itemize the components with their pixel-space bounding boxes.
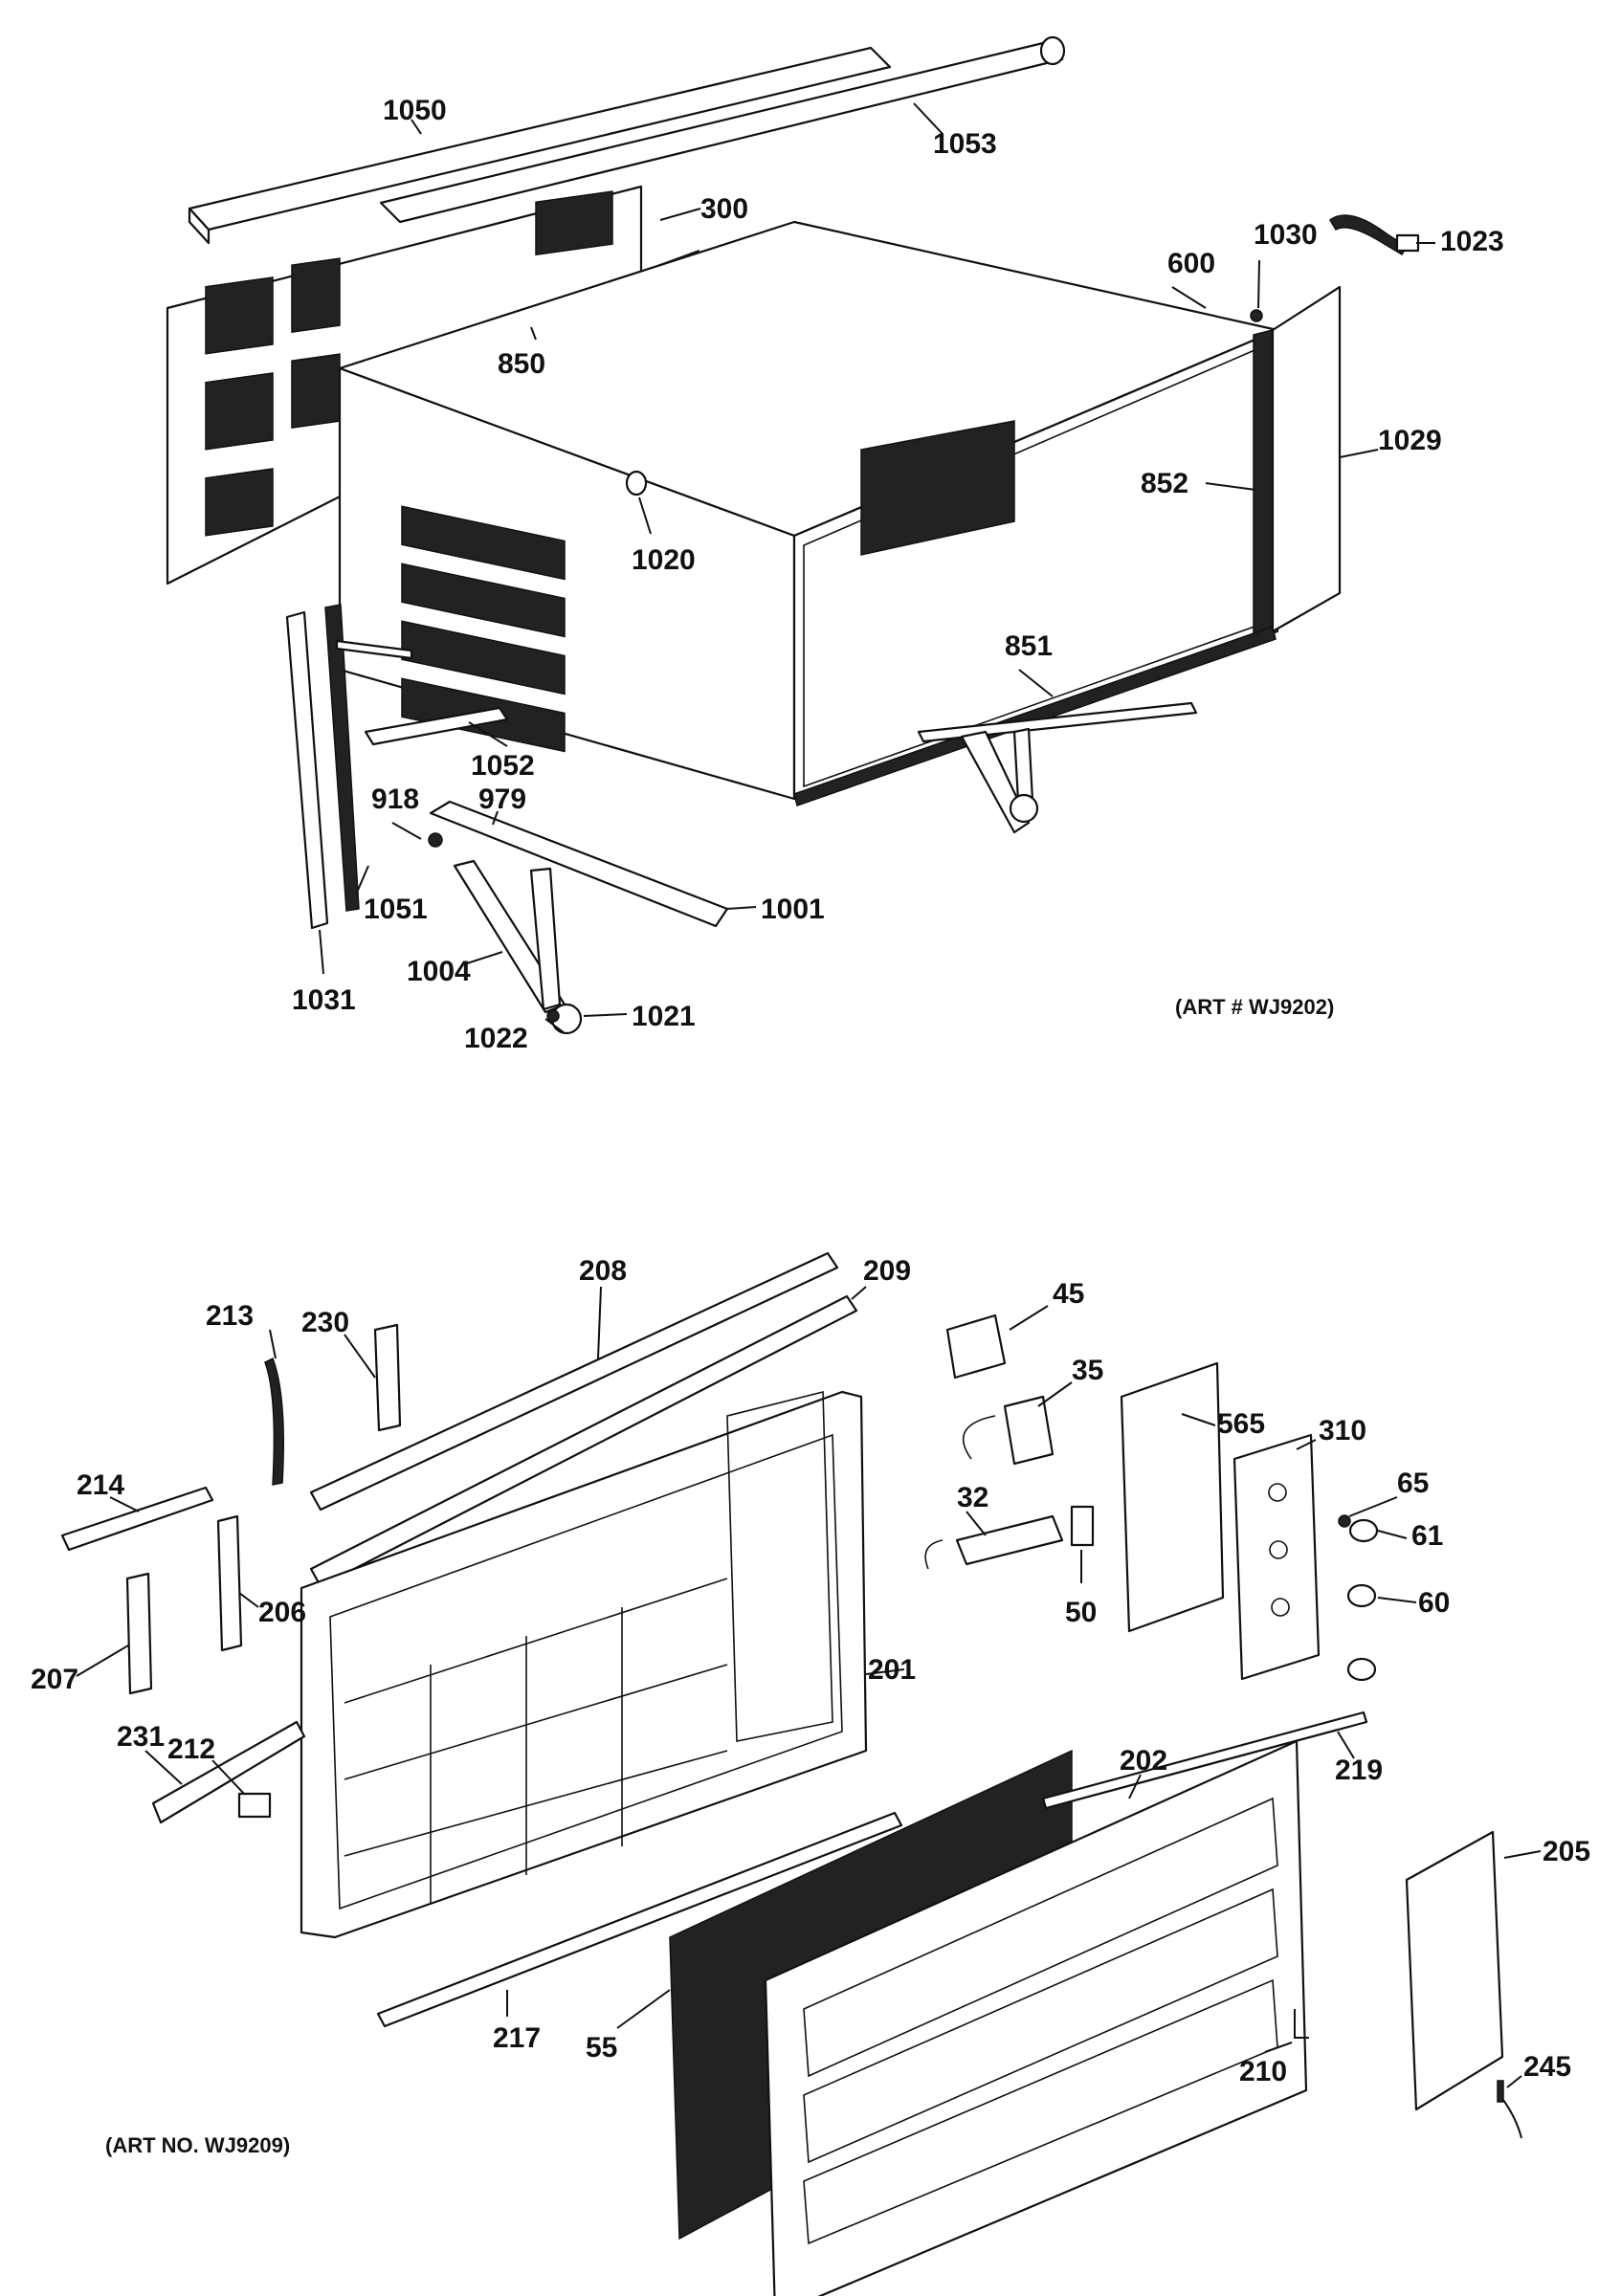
part-side-panel <box>1271 285 1342 633</box>
callout-208: 208 <box>579 1255 627 1287</box>
part-rod-219 <box>1041 1711 1368 1810</box>
callout-1031: 1031 <box>292 984 356 1016</box>
part-switch-50 <box>1070 1505 1095 1547</box>
part-guide-206 <box>216 1514 243 1652</box>
part-bracket-205 <box>1405 1830 1504 2111</box>
part-trim-231 <box>151 1720 306 1824</box>
callout-231: 231 <box>117 1721 165 1753</box>
callout-851: 851 <box>1005 630 1053 662</box>
part-switch-45 <box>945 1314 1007 1380</box>
part-bottom-seal <box>793 626 1277 806</box>
callout-1052: 1052 <box>471 750 535 782</box>
part-guide-207 <box>125 1572 153 1695</box>
part-front-grille <box>764 1739 1308 2296</box>
part-clip-213 <box>264 1357 284 1486</box>
callout-50: 50 <box>1065 1597 1097 1628</box>
part-clip-245 <box>1497 2080 1504 2103</box>
callout-1051: 1051 <box>364 894 428 925</box>
part-thermostat-35 <box>1003 1395 1055 1466</box>
part-right-bracket <box>917 701 1198 834</box>
callout-217: 217 <box>493 2022 541 2054</box>
callout-1021: 1021 <box>632 1001 696 1032</box>
grille-slots <box>205 190 613 537</box>
part-nameplate <box>1232 1433 1321 1681</box>
part-front-frame <box>300 1390 868 1939</box>
callout-55: 55 <box>586 2032 617 2064</box>
part-side-rail-1051 <box>324 604 360 912</box>
part-cabinet <box>338 220 1279 801</box>
callout-1030: 1030 <box>1254 219 1318 251</box>
callout-202: 202 <box>1120 1745 1167 1777</box>
callout-565: 565 <box>1217 1408 1265 1440</box>
bottom-labels: 208 209 45 213 230 35 565 310 214 32 65 … <box>31 1255 1590 2157</box>
part-slide-230 <box>373 1323 402 1432</box>
part-clip-212 <box>237 1792 272 1819</box>
callout-201: 201 <box>868 1654 916 1686</box>
part-side-seal <box>1253 329 1274 641</box>
callout-60: 60 <box>1418 1587 1450 1619</box>
callout-1029: 1029 <box>1378 425 1442 456</box>
callout-213: 213 <box>206 1300 254 1332</box>
callout-1020: 1020 <box>632 544 696 576</box>
callout-209: 209 <box>863 1255 911 1287</box>
callout-1022: 1022 <box>464 1023 528 1054</box>
callout-65: 65 <box>1397 1468 1429 1499</box>
part-nut <box>428 832 443 848</box>
bottom-leaders <box>76 1286 1542 2139</box>
part-hook-210 <box>1294 2009 1309 2039</box>
callout-600: 600 <box>1167 248 1215 279</box>
part-louvre-rail-208 <box>309 1251 839 1512</box>
callout-1004: 1004 <box>407 956 471 987</box>
callout-205: 205 <box>1543 1836 1590 1867</box>
callout-1023: 1023 <box>1440 226 1504 257</box>
part-spring-65 <box>1338 1514 1351 1528</box>
callout-979: 979 <box>478 784 526 815</box>
callout-245: 245 <box>1523 2051 1571 2083</box>
part-bottom-bar <box>364 706 509 746</box>
part-louvre-rail-209 <box>309 1294 858 1588</box>
callout-1053: 1053 <box>933 128 997 160</box>
callout-35: 35 <box>1072 1355 1103 1386</box>
part-knob-61 <box>1348 1518 1379 1543</box>
callout-214: 214 <box>77 1469 124 1501</box>
callout-207: 207 <box>31 1664 78 1695</box>
callout-206: 206 <box>258 1597 306 1628</box>
callout-210: 210 <box>1239 2056 1287 2087</box>
part-knob-60 <box>1346 1583 1377 1608</box>
callout-300: 300 <box>700 193 748 225</box>
callout-61: 61 <box>1411 1520 1443 1552</box>
part-strap <box>1329 214 1409 256</box>
part-side-rail-1031 <box>285 610 329 930</box>
top-leaders <box>319 102 1435 1034</box>
part-screw <box>1250 309 1263 322</box>
part-strip-217 <box>376 1811 903 2028</box>
callout-918: 918 <box>371 784 419 815</box>
callout-1050: 1050 <box>383 95 447 126</box>
bottom-assembly <box>60 1251 1504 2296</box>
art-number-bottom: (ART NO. WJ9209) <box>105 2133 290 2157</box>
callout-219: 219 <box>1335 1755 1383 1786</box>
callout-212: 212 <box>167 1733 215 1765</box>
part-capacitor-32 <box>955 1514 1064 1566</box>
top-labels: 1050 1053 300 1023 1030 600 850 1029 852… <box>292 95 1504 1054</box>
top-assembly <box>166 35 1420 1035</box>
callout-852: 852 <box>1141 468 1188 499</box>
part-lever-214 <box>60 1486 214 1552</box>
callout-310: 310 <box>1319 1415 1366 1446</box>
callout-32: 32 <box>957 1482 988 1513</box>
callout-45: 45 <box>1053 1278 1084 1310</box>
callout-850: 850 <box>498 348 545 380</box>
callout-230: 230 <box>301 1307 349 1338</box>
part-control-panel <box>1120 1361 1225 1633</box>
part-grommet <box>625 470 648 497</box>
art-number-top: (ART # WJ9202) <box>1175 995 1334 1019</box>
callout-1001: 1001 <box>761 894 825 925</box>
